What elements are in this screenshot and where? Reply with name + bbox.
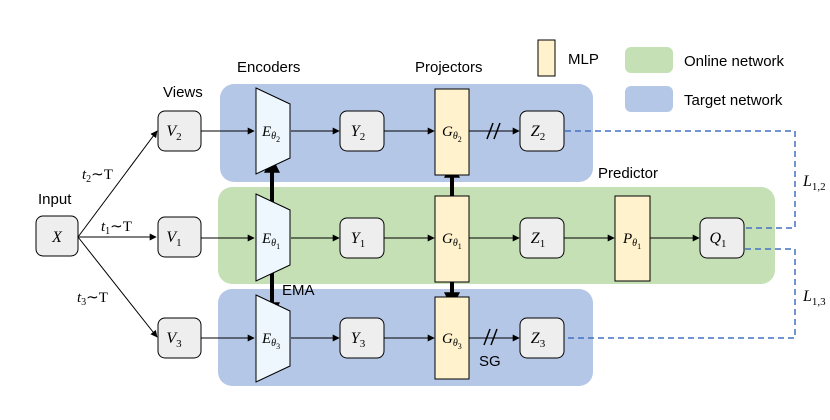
sg-label: SG	[479, 353, 501, 370]
edge-x-v3	[77, 236, 158, 338]
node-y1-label: Y1	[351, 230, 365, 250]
projector-g3	[434, 296, 470, 380]
legend-online-label: Online network	[684, 53, 785, 70]
projector-g1	[434, 195, 470, 283]
node-q1-label: Q1	[709, 230, 726, 250]
node-x-label: X	[51, 229, 63, 246]
node-v2-label: V2	[166, 123, 181, 143]
node-x	[35, 215, 79, 257]
loss-l12-label: L1,2	[802, 173, 826, 193]
node-y2-label: Y2	[351, 123, 365, 143]
loss-connector-l12	[565, 130, 796, 229]
node-q1	[699, 217, 745, 259]
online-network-panel	[218, 187, 775, 284]
projector-g2	[434, 88, 470, 176]
loss-connector-l13	[565, 248, 796, 339]
input-title: Input	[38, 191, 72, 208]
encoder-e2	[255, 87, 291, 175]
node-z3	[519, 317, 565, 359]
predictor-p1	[614, 195, 651, 282]
stop-gradient-top-mark	[486, 122, 501, 140]
node-z2-label: Z2	[531, 123, 545, 143]
node-v3	[157, 317, 202, 359]
loss-l13-label: L1,3	[802, 288, 826, 308]
legend-target-label: Target network	[684, 92, 783, 109]
edge-x-v2	[77, 130, 158, 238]
legend-mlp-label: MLP	[568, 51, 599, 68]
encoder-e3-label: Eθ3	[261, 331, 280, 351]
encoder-e1	[255, 193, 291, 282]
transform-t3-label: t3∼T	[77, 290, 108, 308]
node-v1-label: V1	[166, 229, 181, 249]
node-v2	[157, 110, 202, 152]
ema-label: EMA	[282, 282, 315, 299]
views-title: Views	[163, 84, 203, 101]
encoders-title: Encoders	[237, 59, 300, 76]
projectors-title: Projectors	[415, 59, 483, 76]
encoder-e3	[255, 294, 291, 383]
projector-g2-label: Gθ2	[442, 124, 462, 144]
node-z1	[519, 217, 565, 259]
node-z3-label: Z3	[531, 330, 546, 350]
stop-gradient-bottom-mark	[483, 328, 498, 346]
legend-target-swatch	[625, 86, 673, 112]
node-y1	[339, 217, 385, 259]
encoder-e1-label: Eθ1	[261, 231, 280, 251]
node-y2	[339, 110, 385, 152]
node-z2	[519, 110, 565, 152]
encoder-e2-label: Eθ2	[261, 124, 280, 144]
projector-g3-label: Gθ3	[442, 331, 462, 351]
predictor-p1-label: Pθ1	[622, 231, 641, 251]
transform-t2-label: t2∼T	[82, 167, 113, 185]
node-y3-label: Y3	[351, 330, 366, 350]
transform-t1-label: t1∼T	[101, 219, 132, 237]
node-v3-label: V3	[166, 330, 182, 350]
predictor-title: Predictor	[598, 165, 658, 182]
node-v1	[157, 216, 202, 258]
node-z1-label: Z1	[531, 230, 545, 250]
target-network-top-panel	[220, 84, 593, 182]
node-y3	[339, 317, 385, 359]
legend-mlp-swatch	[537, 39, 556, 77]
projector-g1-label: Gθ1	[442, 231, 462, 251]
legend-online-swatch	[625, 47, 673, 73]
